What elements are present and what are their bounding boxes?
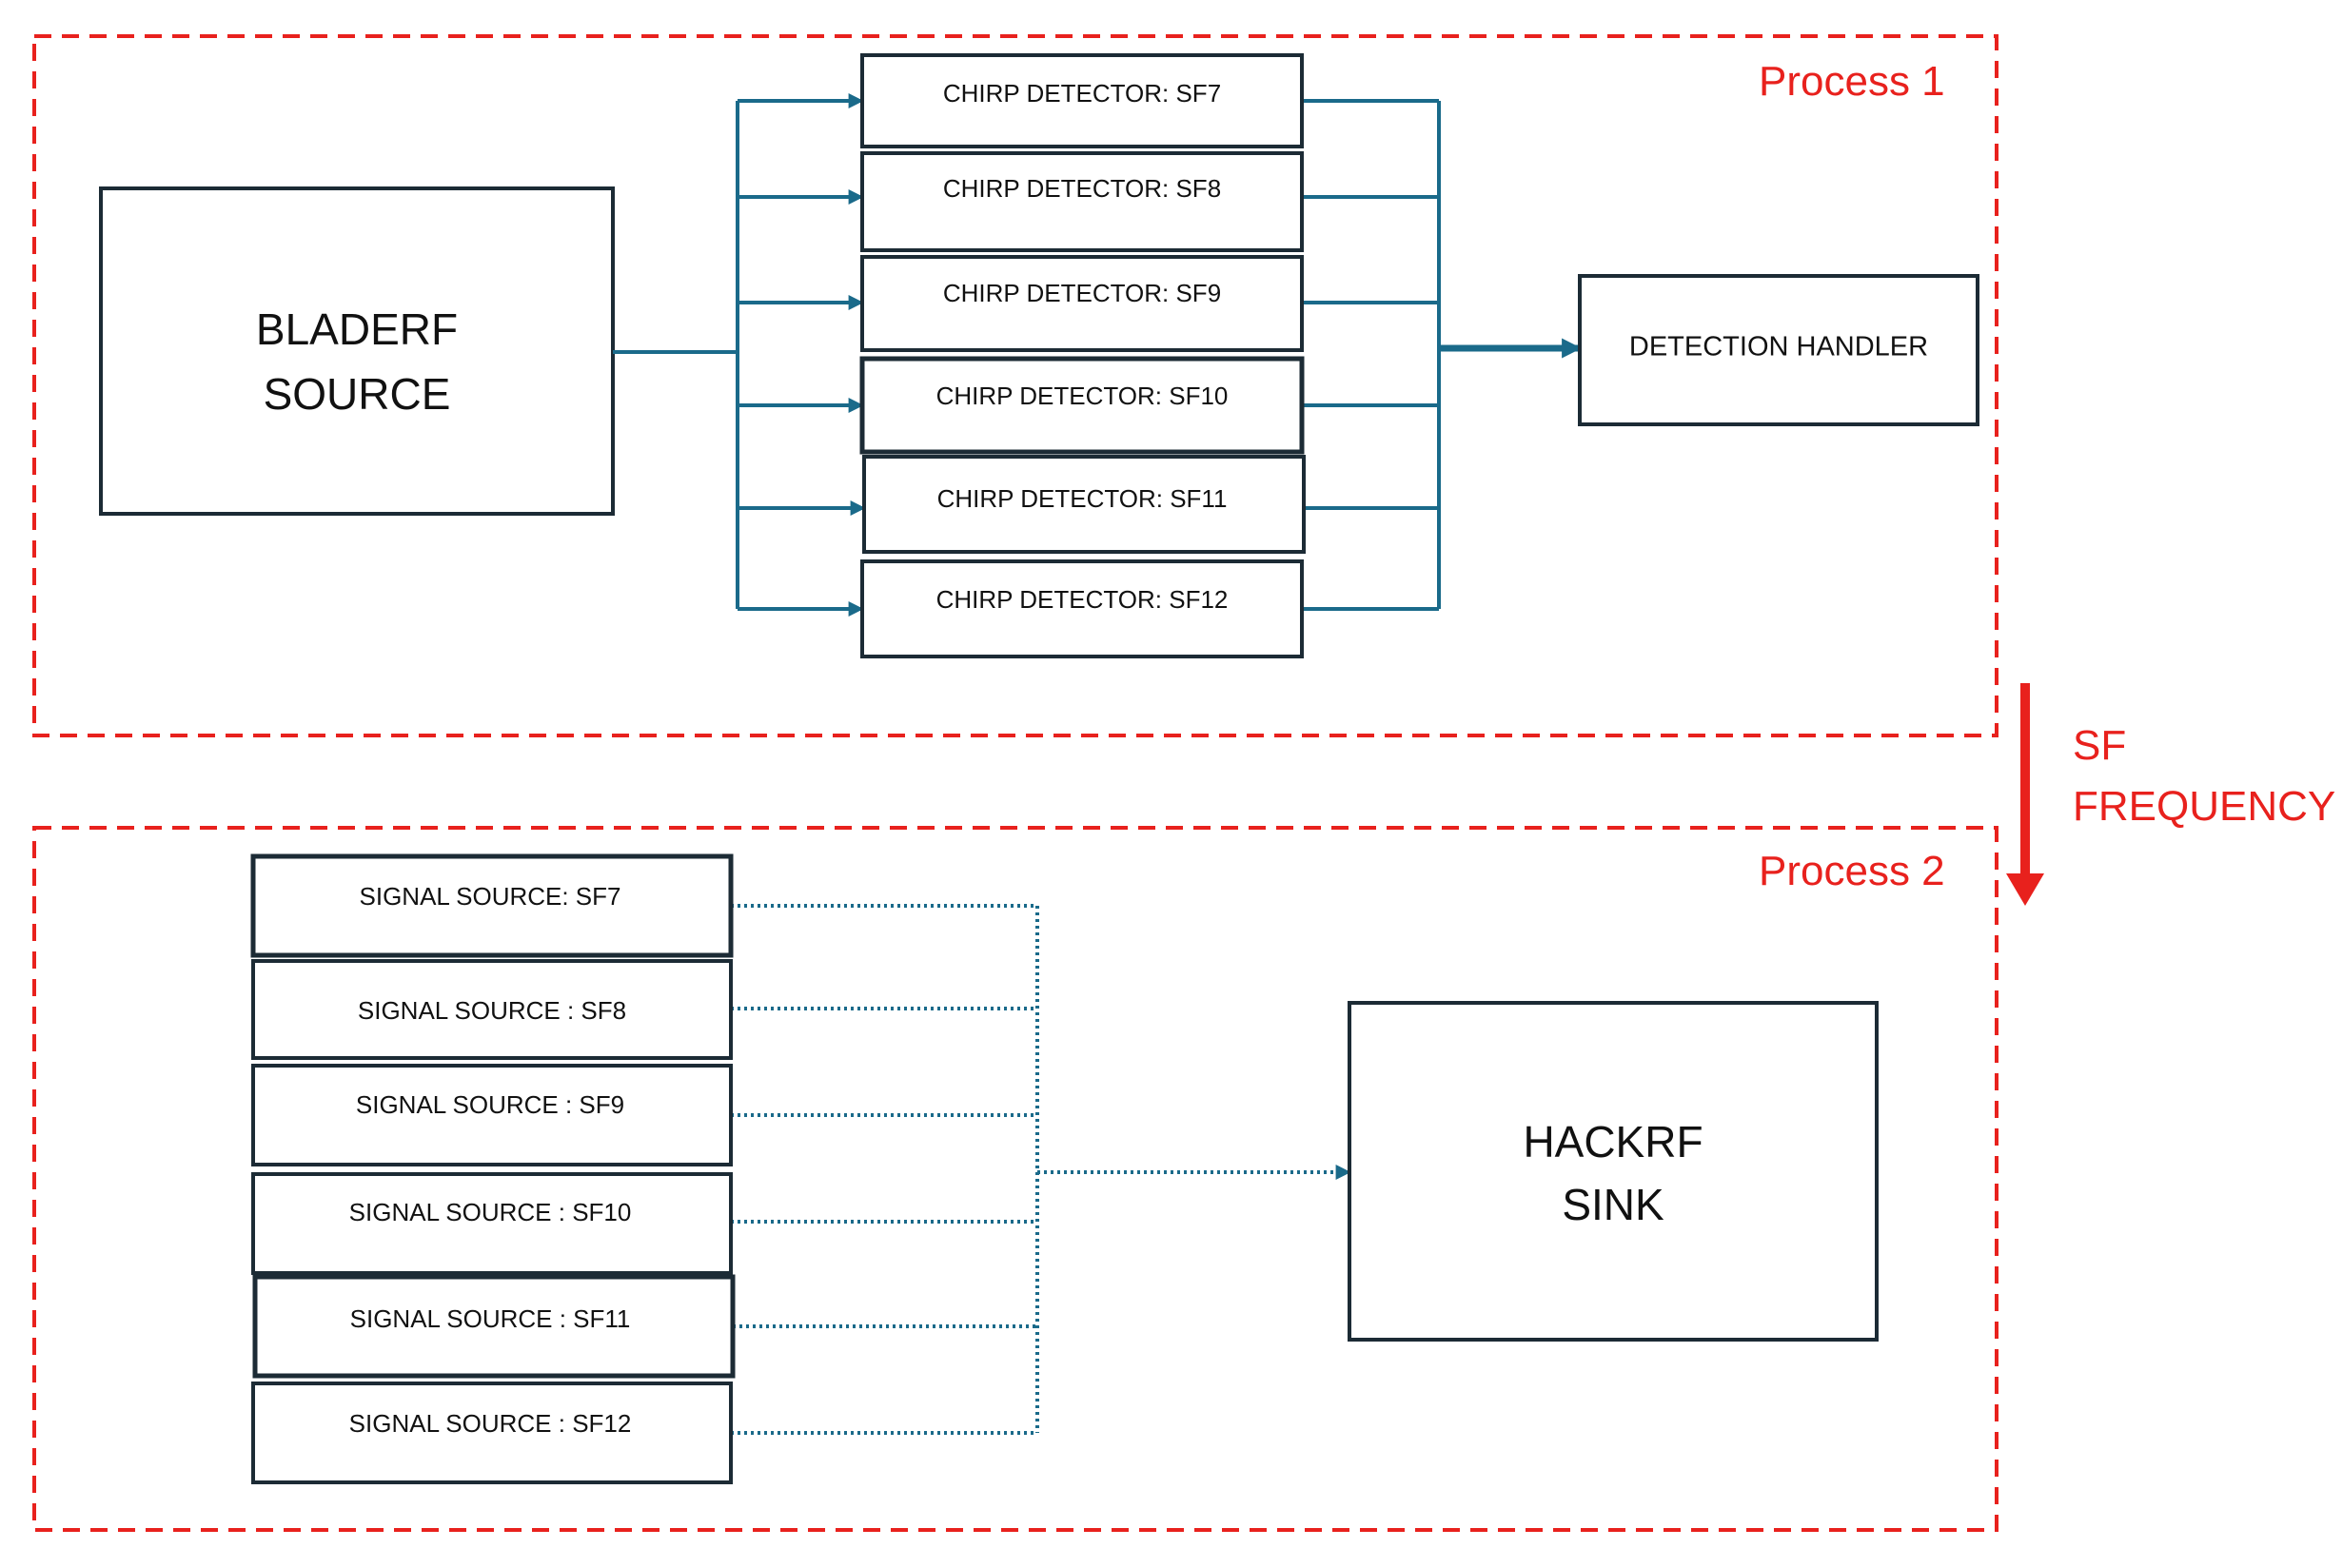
chirp-detector-label: CHIRP DETECTOR: SF12 [936,585,1229,614]
signal-source-sf9: SIGNAL SOURCE : SF9 [251,1064,1037,1166]
signal-source-box [251,1172,733,1275]
bladerf-source-label-line2: SOURCE [264,369,451,419]
chirp-detector-box [860,53,1304,148]
signal-source-label: SIGNAL SOURCE : SF12 [349,1409,632,1438]
hackrf-sink-block [1348,1001,1879,1342]
chirp-detector-sf8: CHIRP DETECTOR: SF8 [738,151,1439,252]
sf-frequency-label-line1: SF [2073,722,2126,769]
chirp-detector-label: CHIRP DETECTOR: SF7 [943,79,1221,108]
chirp-detector-box [860,151,1304,252]
chirp-detector-sf7: CHIRP DETECTOR: SF7 [738,53,1439,148]
signal-source-sf8: SIGNAL SOURCE : SF8 [251,959,1037,1060]
detection-handler-label: DETECTION HANDLER [1629,332,1928,363]
chirp-detector-sf12: CHIRP DETECTOR: SF12 [738,559,1439,658]
signal-source-label: SIGNAL SOURCE : SF9 [356,1090,624,1119]
chirp-detector-label: CHIRP DETECTOR: SF8 [943,174,1221,203]
signal-source-label: SIGNAL SOURCE : SF8 [358,996,626,1025]
sf-frequency-arrowhead [2006,873,2044,906]
chirp-detector-box [862,455,1306,554]
bladerf-source-block [99,186,615,516]
chirp-detector-sf10: CHIRP DETECTOR: SF10 [738,356,1439,455]
sf-frequency-label-line2: FREQUENCY [2073,783,2335,830]
signal-source-box [251,1064,733,1166]
chirp-detector-box [860,559,1304,658]
hackrf-sink-label-line1: HACKRF [1523,1117,1703,1166]
chirp-detector-sf11: CHIRP DETECTOR: SF11 [738,455,1439,554]
chirp-detector-label: CHIRP DETECTOR: SF9 [943,279,1221,307]
chirp-detector-label: CHIRP DETECTOR: SF11 [937,484,1228,513]
process-2-container [32,826,1998,1532]
signal-source-box [250,853,734,958]
signal-source-label: SIGNAL SOURCE : SF10 [349,1198,632,1226]
chirp-detector-sf9: CHIRP DETECTOR: SF9 [738,255,1439,352]
signal-source-label: SIGNAL SOURCE: SF7 [360,882,621,911]
chirp-detector-label: CHIRP DETECTOR: SF10 [936,382,1229,410]
signal-source-box [252,1274,736,1379]
signal-source-box [251,959,733,1060]
signal-source-box [251,1382,733,1484]
signal-source-sf7: SIGNAL SOURCE: SF7 [250,853,1037,958]
bladerf-source-label-line1: BLADERF [256,304,458,354]
signal-source-label: SIGNAL SOURCE : SF11 [350,1304,631,1333]
process-1-label: Process 1 [1759,58,1945,105]
process-1-container [32,34,1998,737]
signal-source-sf12: SIGNAL SOURCE : SF12 [251,1382,1037,1484]
signal-source-sf10: SIGNAL SOURCE : SF10 [251,1172,1037,1275]
hackrf-sink-label-line2: SINK [1562,1180,1664,1229]
process-2-label: Process 2 [1759,848,1945,894]
detection-handler-block [1578,274,1979,426]
chirp-detector-box [860,255,1304,352]
chirp-detector-box [859,356,1305,455]
signal-source-sf11: SIGNAL SOURCE : SF11 [252,1274,1037,1379]
